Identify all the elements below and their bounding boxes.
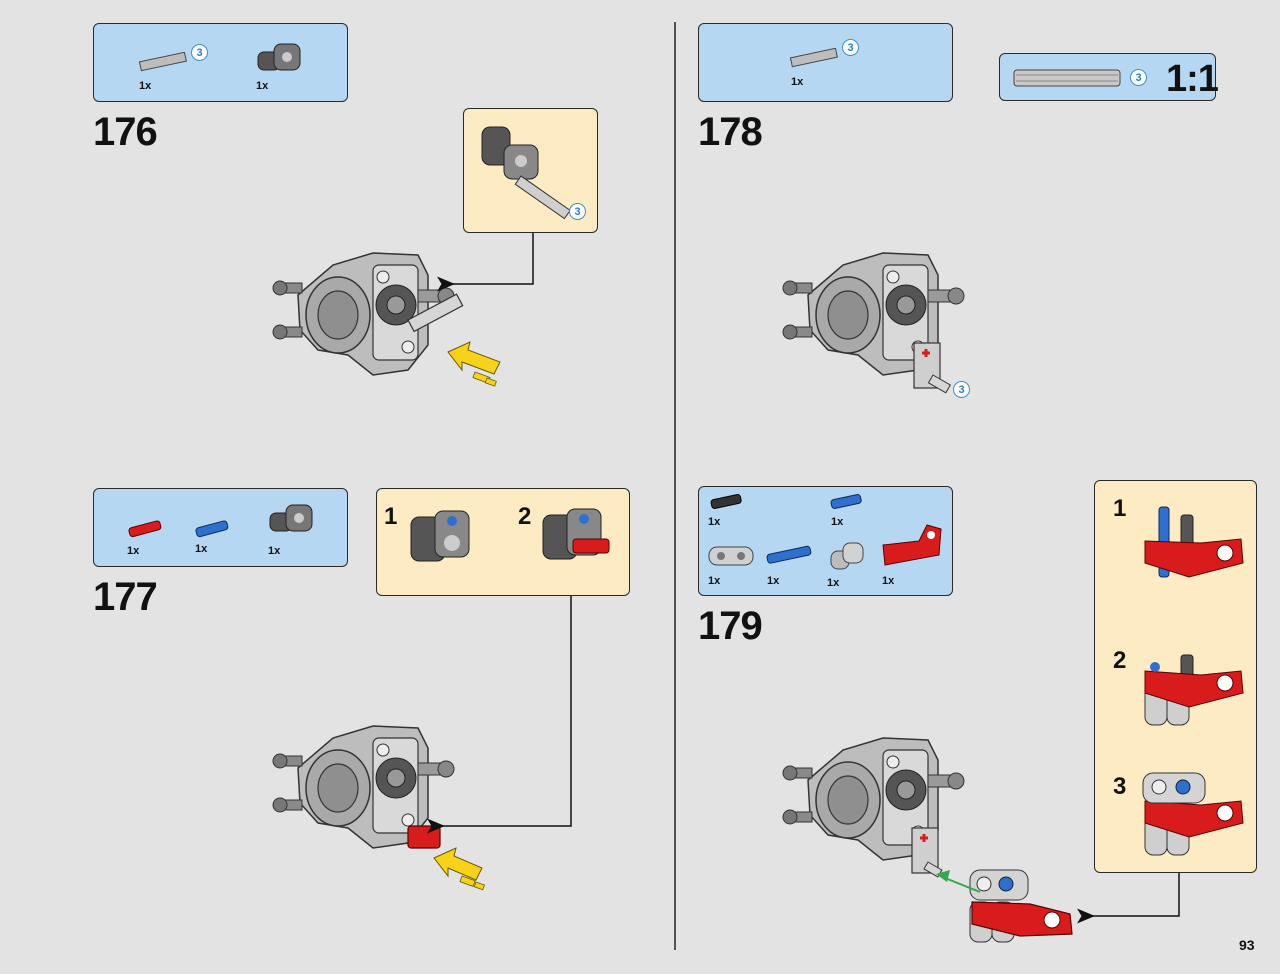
axle-icon: [138, 52, 187, 72]
sub-step-number: 1: [1113, 495, 1127, 522]
length-badge: 3: [842, 39, 859, 56]
scale-ruler-box: 3 1:1: [999, 53, 1219, 101]
part-qty: 1x: [139, 80, 152, 92]
length-badge: 3: [569, 203, 586, 220]
step177-yellow-arrow: [433, 847, 485, 891]
sub-step-number: 2: [1113, 647, 1127, 674]
part-qty: 1x: [767, 575, 780, 587]
step176-yellow-arrow: [447, 341, 501, 387]
sub-step-number: 2: [518, 503, 532, 530]
connector-icon: [269, 504, 313, 532]
step179-red-subassembly: [969, 869, 1073, 943]
substep3-icon: [1142, 772, 1244, 856]
scale-label: 1:1: [1166, 58, 1219, 100]
part-qty: 1x: [268, 545, 281, 557]
part-qty: 1x: [708, 516, 721, 528]
substep1-icon: [1144, 506, 1244, 578]
part-qty: 1x: [831, 516, 844, 528]
subassembly-icon: [481, 126, 571, 220]
black-pin-icon: [710, 494, 742, 509]
axle-icon: [789, 48, 838, 68]
blue-axle-pin-icon: [766, 545, 812, 564]
step178-parts-box: 3 1x: [698, 23, 953, 102]
sub-step-number: 1: [384, 503, 398, 530]
part-qty: 1x: [827, 577, 840, 589]
part-qty: 1x: [195, 543, 208, 555]
step177-model: [272, 725, 455, 849]
gray-connector-icon: [830, 542, 864, 570]
substep2-icon: [542, 508, 610, 560]
gray-beam-icon: [708, 546, 754, 566]
step176-subassembly-box: 3: [463, 108, 598, 233]
part-qty: 1x: [127, 545, 140, 557]
length-badge: 3: [953, 381, 970, 398]
part-qty: 1x: [882, 575, 895, 587]
step-number: 177: [93, 575, 158, 619]
substep1-icon: [410, 510, 470, 562]
blue-pin-icon: [195, 520, 229, 538]
step179-subassembly-box: 1 2 3: [1094, 480, 1257, 873]
red-pin-icon: [128, 520, 162, 538]
red-liftarm-icon: [882, 524, 942, 566]
step176-model: [272, 252, 464, 376]
step176-parts-box: 3 1x 1x: [93, 23, 348, 102]
axle-scale-icon: [1013, 69, 1121, 87]
part-qty: 1x: [708, 575, 721, 587]
part-qty: 1x: [256, 80, 269, 92]
step178-model: [782, 252, 965, 394]
step177-parts-box: 1x 1x 1x: [93, 488, 348, 567]
length-badge: 3: [191, 44, 208, 61]
step179-parts-box: 1x 1x 1x 1x 1x 1x: [698, 486, 953, 596]
step-number: 178: [698, 110, 763, 154]
blue-pin-icon: [830, 494, 862, 509]
page-number: 93: [1239, 937, 1255, 953]
step179-model: [782, 737, 965, 878]
step-number: 179: [698, 604, 763, 648]
length-badge: 3: [1130, 69, 1147, 86]
step177-subassembly-box: 1 2: [376, 488, 630, 596]
sub-step-number: 3: [1113, 773, 1127, 800]
substep2-icon: [1144, 654, 1244, 726]
part-qty: 1x: [791, 76, 804, 88]
step-number: 176: [93, 110, 158, 154]
connector-icon: [257, 43, 301, 71]
